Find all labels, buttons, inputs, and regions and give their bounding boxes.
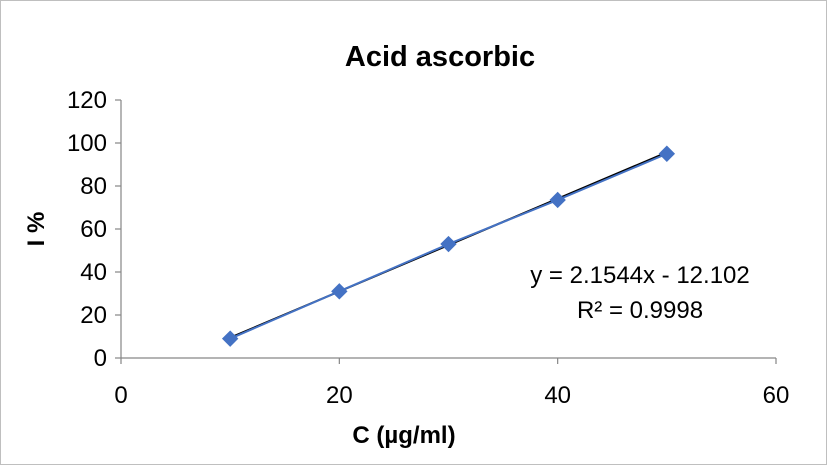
y-axis-title: I % [23,212,50,247]
chart-title: Acid ascorbic [345,41,535,73]
x-axis-title: C (µg/ml) [352,422,455,449]
y-tick-label: 20 [80,302,107,329]
data-point-marker [658,145,676,162]
y-tick-label: 40 [80,259,107,286]
y-tick-label: 100 [67,130,107,157]
x-ticks: 0 20 40 60 [114,358,789,409]
data-point-marker [549,191,566,209]
y-tick-label: 120 [67,87,107,114]
trendline-r-squared: R² = 0.9998 [577,297,703,324]
x-tick-label: 40 [544,382,571,409]
x-tick-label: 20 [326,382,353,409]
y-tick-label: 60 [80,216,107,243]
y-tick-label: 0 [94,345,107,372]
x-tick-label: 0 [114,382,127,409]
x-tick-label: 60 [763,382,790,409]
data-points [221,145,676,347]
data-point-marker [440,235,457,253]
trendline-equation: y = 2.1544x - 12.102 [530,262,750,289]
y-ticks: 0 20 40 60 80 100 120 [67,87,121,372]
y-tick-label: 80 [80,173,107,200]
data-point-marker [221,330,239,347]
data-point-marker [331,283,348,300]
